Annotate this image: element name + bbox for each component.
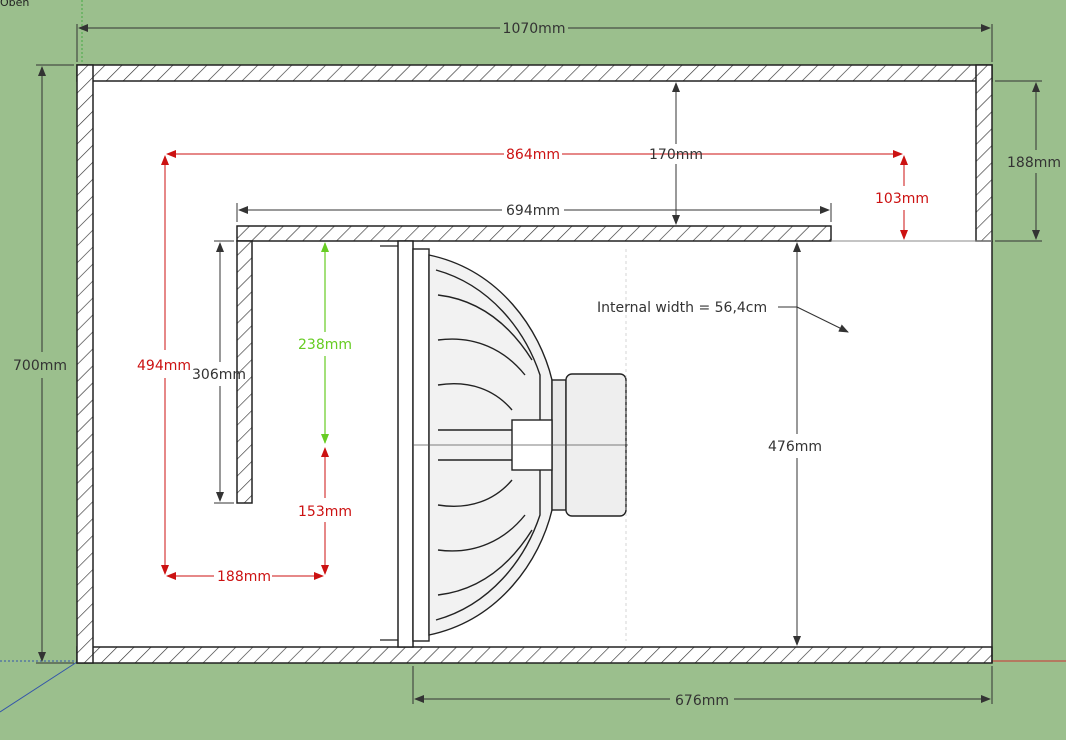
label-port-height: 494mm [137, 358, 191, 374]
label-driver-chamber-height: 476mm [768, 439, 822, 455]
label-outer-height: 700mm [13, 358, 67, 374]
port-walls [236, 225, 992, 504]
red-dimension-lines [161, 150, 908, 580]
label-port-bottom-width: 188mm [217, 569, 271, 585]
view-label: Oben [0, 0, 30, 9]
label-port-top-clearance: 170mm [649, 147, 703, 163]
label-port-length: 694mm [506, 203, 560, 219]
outer-walls [76, 64, 993, 664]
label-outer-width: 1070mm [503, 21, 566, 37]
dimension-labels: 1070mm 700mm 676mm 170mm 694mm 864mm 188… [13, 21, 1061, 709]
label-upper-chamber: 238mm [298, 337, 352, 353]
label-port-path-length: 864mm [506, 147, 560, 163]
axis-origin-icon [0, 0, 1066, 713]
label-right-step-offset: 103mm [875, 191, 929, 207]
label-inner-wall-length: 306mm [192, 367, 246, 383]
annotation-internal-width: Internal width = 56,4cm [597, 300, 767, 316]
label-lower-chamber: 153mm [298, 504, 352, 520]
label-right-step-height: 188mm [1007, 155, 1061, 171]
subwoofer-driver-icon [412, 248, 628, 642]
label-driver-depth: 676mm [675, 693, 729, 709]
dimension-lines [36, 24, 1042, 704]
